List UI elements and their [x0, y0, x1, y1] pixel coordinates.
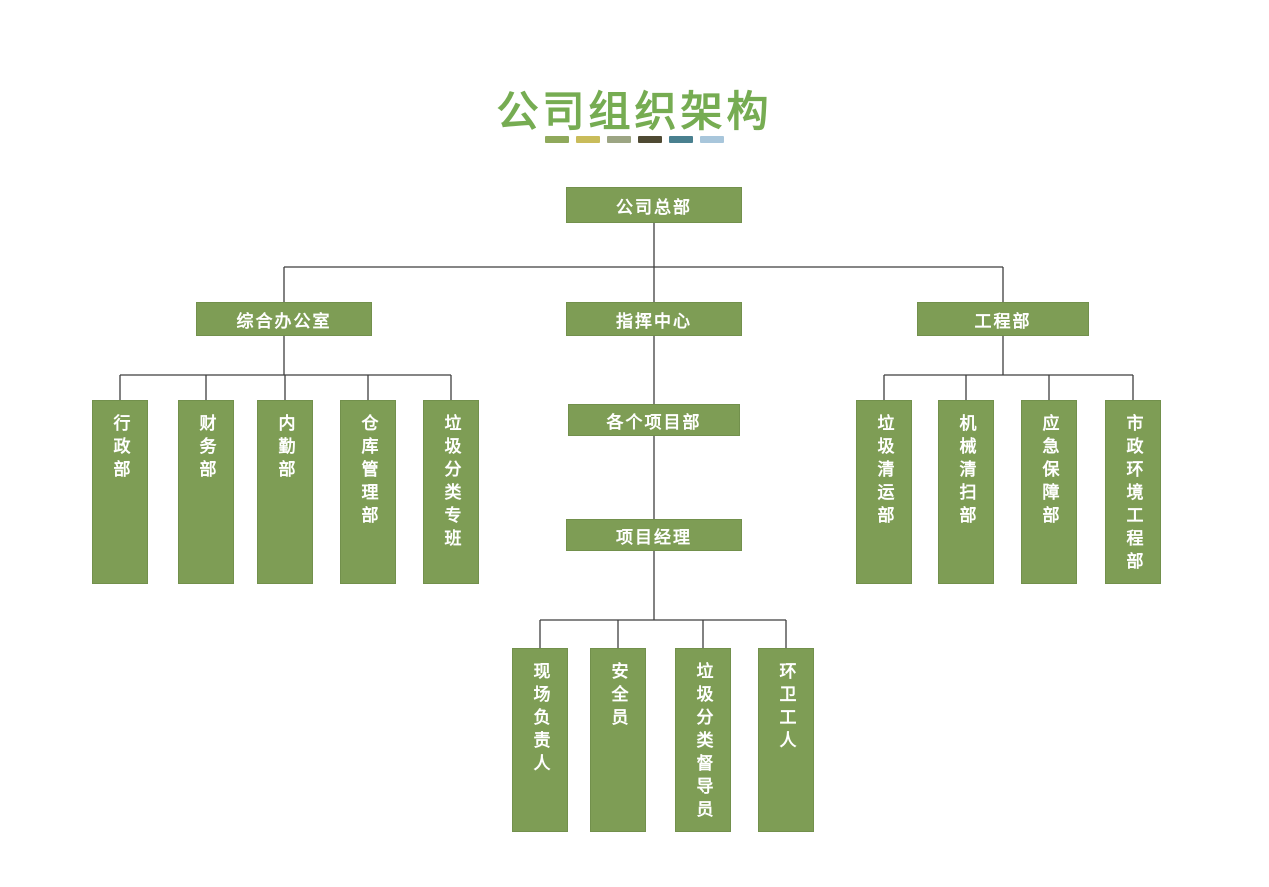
- node-finance-dept: 财务部: [178, 400, 234, 584]
- node-command-center: 指挥中心: [566, 302, 742, 336]
- node-label: 财务部: [196, 414, 216, 483]
- node-label: 安全员: [608, 662, 628, 731]
- node-safety-officer: 安全员: [590, 648, 646, 832]
- node-waste-sorting-supervisor: 垃圾分类督导员: [675, 648, 731, 832]
- node-emergency-support-dept: 应急保障部: [1021, 400, 1077, 584]
- node-municipal-env-engineering-dept: 市政环境工程部: [1105, 400, 1161, 584]
- node-label: 垃圾分类专班: [441, 414, 461, 552]
- node-label: 垃圾分类督导员: [693, 662, 713, 823]
- page-title: 公司组织架构: [496, 87, 773, 136]
- node-label: 仓库管理部: [358, 414, 378, 529]
- node-project-manager: 项目经理: [566, 519, 742, 551]
- node-label: 机械清扫部: [956, 414, 976, 529]
- node-warehouse-mgmt-dept: 仓库管理部: [340, 400, 396, 584]
- node-waste-sorting-team: 垃圾分类专班: [423, 400, 479, 584]
- node-site-supervisor: 现场负责人: [512, 648, 568, 832]
- title-divider: [0, 136, 1269, 143]
- node-label: 环卫工人: [776, 662, 796, 754]
- node-mechanical-sweeping-dept: 机械清扫部: [938, 400, 994, 584]
- node-label: 现场负责人: [530, 662, 550, 777]
- divider-dash: [638, 136, 662, 143]
- node-admin-dept: 行政部: [92, 400, 148, 584]
- node-label: 行政部: [110, 414, 130, 483]
- node-general-office: 综合办公室: [196, 302, 372, 336]
- node-label: 垃圾清运部: [874, 414, 894, 529]
- node-internal-affairs-dept: 内勤部: [257, 400, 313, 584]
- divider-dash: [576, 136, 600, 143]
- divider-dash: [607, 136, 631, 143]
- divider-dash: [669, 136, 693, 143]
- node-sanitation-worker: 环卫工人: [758, 648, 814, 832]
- node-label: 内勤部: [275, 414, 295, 483]
- divider-dash: [700, 136, 724, 143]
- node-label: 应急保障部: [1039, 414, 1059, 529]
- node-project-depts: 各个项目部: [568, 404, 740, 436]
- node-engineering-dept: 工程部: [917, 302, 1089, 336]
- divider-dash: [545, 136, 569, 143]
- node-waste-removal-dept: 垃圾清运部: [856, 400, 912, 584]
- node-company-hq: 公司总部: [566, 187, 742, 223]
- node-label: 市政环境工程部: [1123, 414, 1143, 575]
